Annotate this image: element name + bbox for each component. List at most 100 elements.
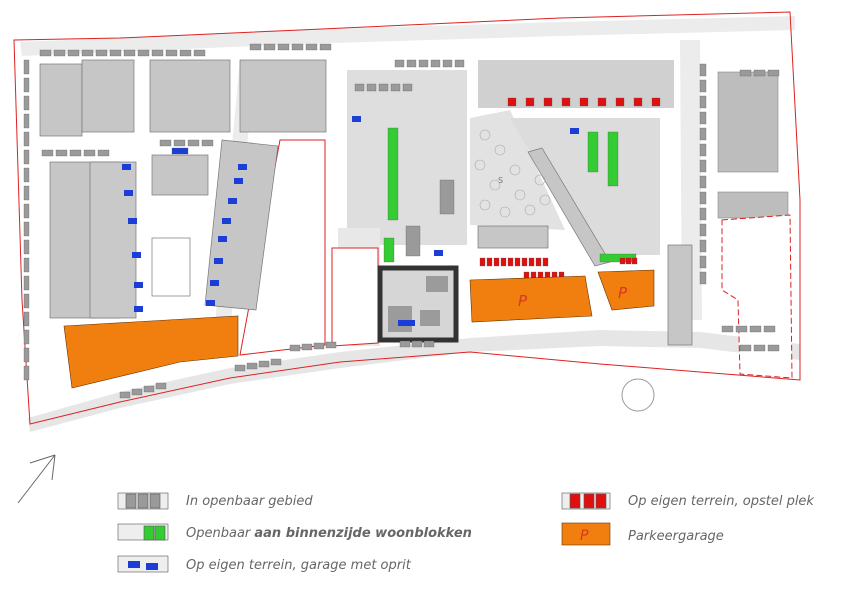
public-parking-stall [55,149,68,157]
private-parking-spot [631,257,638,265]
housing-block-4 [239,59,327,133]
housing-block-6 [89,161,137,319]
public-parking-stall [123,49,136,57]
public-parking-stall [23,221,30,237]
interior-parking-strip [383,237,395,263]
public-parking-stall [83,149,96,157]
private-parking-spot [525,97,535,107]
public-parking-stall [366,83,377,92]
parking-marker: P [518,292,528,310]
public-parking-stall [246,362,258,370]
legend-swatch-spot-stall [583,493,595,509]
public-parking-stall [143,385,155,393]
public-parking-stall [767,344,780,352]
public-parking-stall [354,83,365,92]
public-parking-stall [109,49,122,57]
legend-label-interior-pre: Openbaar [186,526,255,541]
private-garage-stall [352,116,361,122]
parkeergarage-east [597,269,655,311]
private-parking-spot [543,97,553,107]
private-parking-spot [542,257,549,267]
public-parking-stall [277,43,290,51]
public-parking-stall [423,340,435,348]
private-parking-spot [651,97,661,107]
legend-label-interior: Openbaar aan binnenzijde woonblokken [186,526,472,541]
public-parking-stall [270,358,282,366]
parking-marker: P [618,284,628,302]
public-parking-stall [699,223,707,237]
legend-swatch-spot-stall [595,493,607,509]
public-parking-stall [193,49,206,57]
public-parking-stall [67,49,80,57]
public-parking-stall [699,127,707,141]
private-parking-spot [486,257,493,267]
road-south [28,330,800,432]
public-parking-stall [81,49,94,57]
private-garage-stall [206,300,215,306]
private-garage-stall [434,250,443,256]
interior-parking-strip [387,127,399,221]
public-parking-stall [405,225,421,257]
block-east-courtyard [510,118,660,255]
legend-swatch-garage [117,555,169,573]
roundabout [621,378,655,412]
legend-swatch-parkeergarage [561,522,611,546]
private-garage-stall [124,190,133,196]
private-parking-spot [479,257,486,267]
private-parking-spot [535,257,542,267]
public-parking-stall [699,207,707,221]
private-parking-spot [633,97,643,107]
public-parking-stall [394,59,405,68]
public-parking-stall [411,340,423,348]
private-parking-spot [500,257,507,267]
public-parking-stall [173,139,186,147]
plan-boundary-east [721,214,793,379]
public-parking-stall [23,203,30,219]
public-parking-stall [23,167,30,183]
housing-block-7 [151,154,209,196]
public-parking-stall [23,59,30,75]
legend-swatch-public-stall [125,493,137,509]
public-parking-stall [767,69,780,77]
public-parking-stall [699,111,707,125]
public-parking-stall [23,185,30,201]
public-parking-stall [131,388,143,396]
public-parking-stall [23,311,30,327]
highlighted-block-building-2 [388,306,412,332]
public-parking-stall [289,344,301,352]
legend-swatch-garage-stall [128,561,140,568]
public-parking-stall [442,59,453,68]
legend-swatch-public-stall [149,493,161,509]
public-parking-stall [390,83,401,92]
private-garage-stall [128,218,137,224]
public-parking-stall [23,113,30,129]
legend-swatch-spot-stall [569,493,581,509]
public-parking-stall [406,59,417,68]
plaza-marker: S [498,176,503,185]
public-parking-stall [263,43,276,51]
public-parking-stall [23,365,30,381]
plaza-trees [474,129,551,218]
public-parking-stall [721,325,734,333]
public-parking-stall [313,342,325,350]
private-parking-spot [507,97,517,107]
housing-block-east-row [667,244,693,346]
public-parking-stall [753,344,766,352]
public-parking-stall [699,239,707,253]
public-parking-stall [319,43,332,51]
public-parking-stall [187,139,200,147]
public-parking-stall [119,391,131,399]
public-parking-stall [23,347,30,363]
public-parking-stall [699,63,707,77]
legend-swatch-garage-stall [146,563,158,570]
public-parking-stall [699,255,707,269]
public-parking-stall [454,59,465,68]
road-north [20,16,795,56]
public-parking-stall [41,149,54,157]
public-parking-stall [699,159,707,173]
legend-label-public: In openbaar gebied [186,494,313,509]
block-east-north [478,60,674,108]
public-parking-stall [699,79,707,93]
private-parking-spot [493,257,500,267]
